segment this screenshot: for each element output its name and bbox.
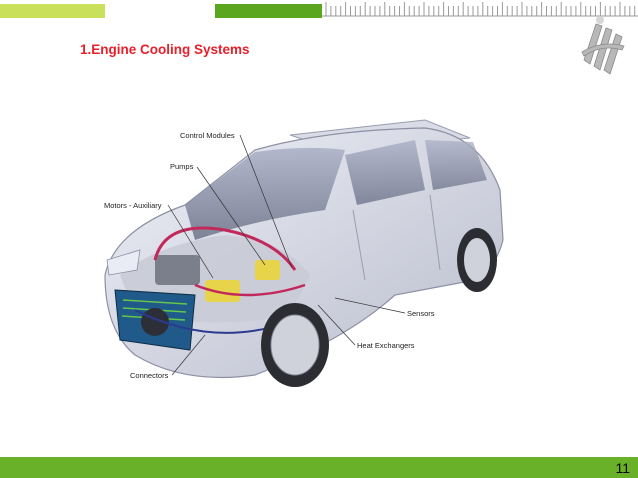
callout-sensors: Sensors bbox=[407, 309, 435, 318]
callout-heat-exchangers: Heat Exchangers bbox=[357, 341, 415, 350]
car-cutaway-illustration bbox=[95, 110, 515, 400]
header-accent-bar-light bbox=[0, 4, 105, 18]
page-number: 11 bbox=[615, 460, 630, 476]
university-logo-icon bbox=[574, 12, 630, 84]
slide-title: 1.Engine Cooling Systems bbox=[80, 42, 250, 57]
callout-connectors: Connectors bbox=[130, 371, 169, 380]
callout-control-modules: Control Modules bbox=[180, 131, 235, 140]
header-accent-bar-dark bbox=[215, 4, 322, 18]
header-ruler bbox=[322, 0, 638, 18]
callout-pumps: Pumps bbox=[170, 162, 194, 171]
footer-bar: 11 bbox=[0, 457, 638, 478]
callout-motors-auxiliary: Motors - Auxiliary bbox=[104, 201, 162, 210]
